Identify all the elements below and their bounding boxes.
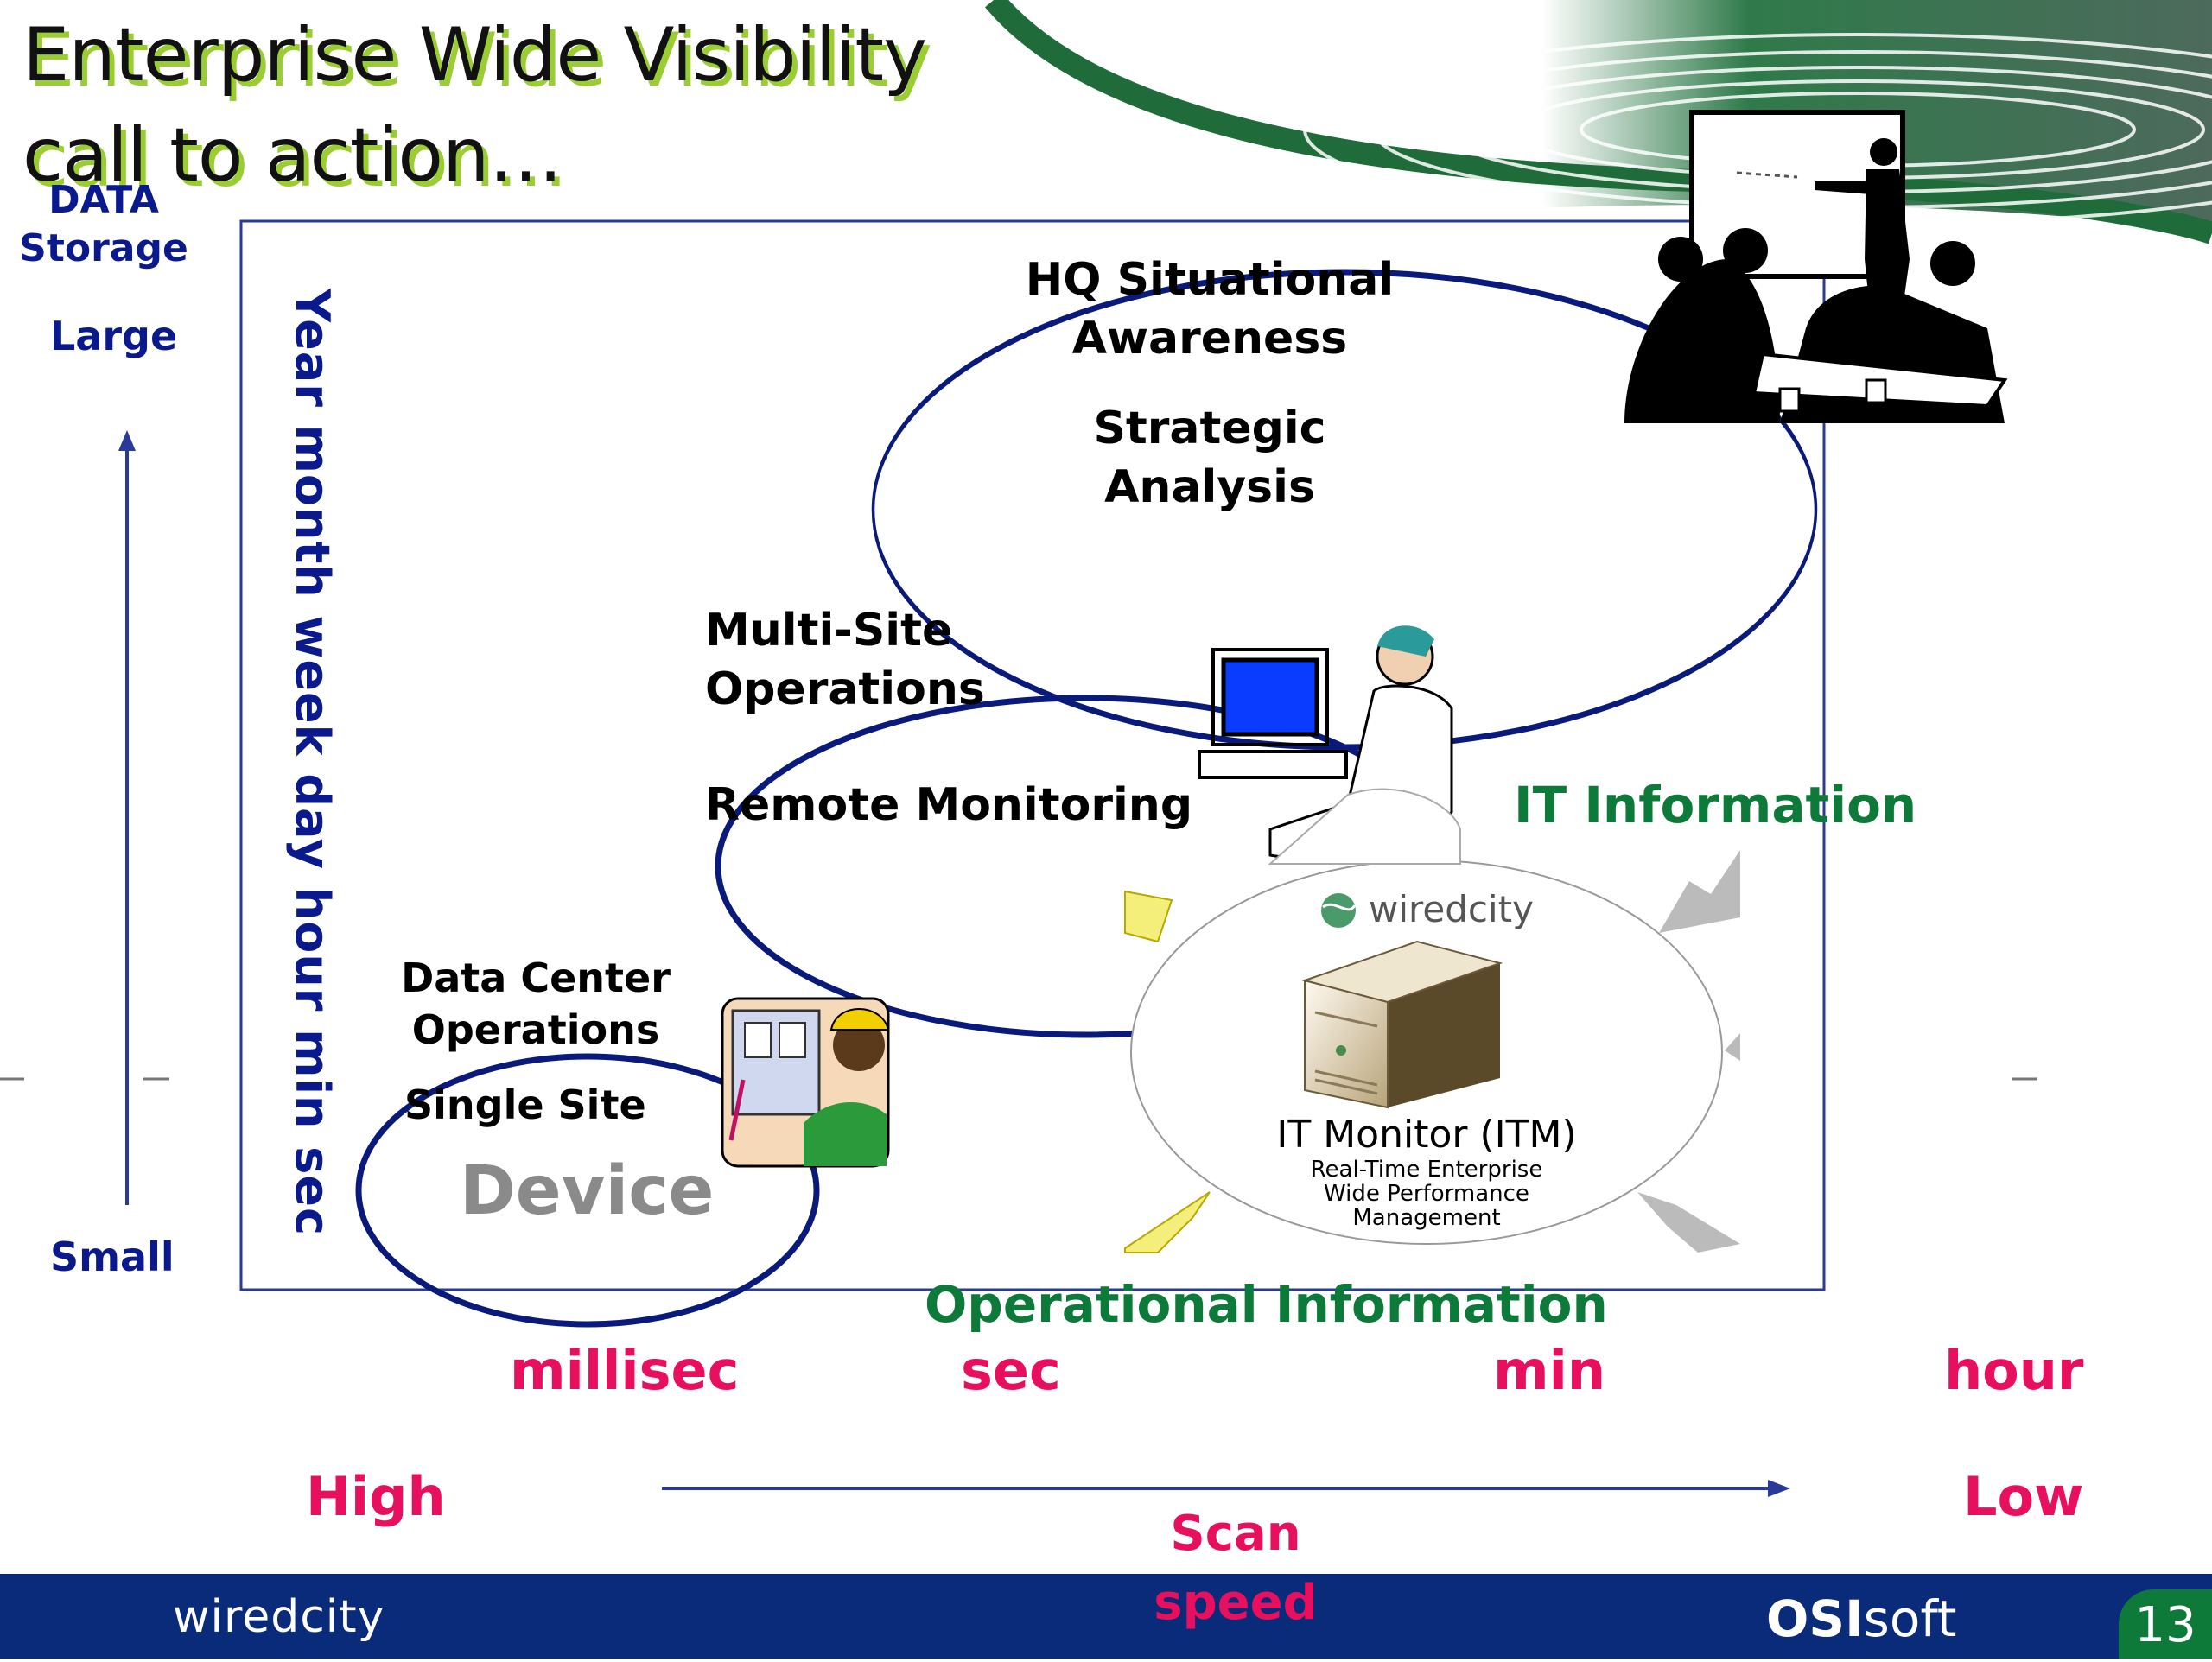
datacenter-label-line-1: Data Center <box>401 955 671 1001</box>
hq-label-line-1: HQ Situational <box>1025 254 1395 306</box>
multisite-label: Multi-Site Operations <box>705 601 985 719</box>
y-axis-heading-line-2: Storage <box>19 226 188 270</box>
x-tick-sec: sec <box>961 1339 1061 1402</box>
device-ellipse <box>355 1053 820 1328</box>
osisoft-logo-bold: OSI <box>1766 1589 1864 1648</box>
y-axis-top-label: Large <box>50 313 178 359</box>
device-label: Device <box>460 1152 715 1230</box>
server-tower-icon <box>1301 940 1503 1109</box>
presentation-meeting-icon <box>1624 110 2008 423</box>
y-axis-heading: DATA Storage <box>17 176 190 273</box>
x-axis-right-label: Low <box>1963 1465 2084 1528</box>
multisite-label-line-1: Multi-Site <box>705 605 953 657</box>
hq-label-line-2: Awareness <box>1071 313 1348 365</box>
computer-operator-icon <box>1198 625 1461 865</box>
page-number: 13 <box>2119 1589 2212 1659</box>
x-tick-hour: hour <box>1944 1339 2084 1402</box>
itm-subtitle-line-2: Wide Performance <box>1324 1181 1529 1207</box>
electrician-icon <box>721 997 890 1168</box>
it-information-label: IT Information <box>1514 776 1917 834</box>
strategic-label: Strategic Analysis <box>1020 399 1400 517</box>
y-axis-heading-line-1: DATA <box>48 178 159 222</box>
y-axis-bottom-label: Small <box>50 1234 175 1280</box>
datacenter-label: Data Center Operations <box>372 952 700 1056</box>
datacenter-label-line-2: Operations <box>411 1006 660 1053</box>
diagram-frame <box>239 219 1826 1291</box>
itm-arrows <box>1124 850 1740 1253</box>
itm-subtitle-line-1: Real-Time Enterprise <box>1310 1157 1543 1183</box>
hq-label: HQ Situational Awareness <box>994 251 1426 368</box>
slide-title-line-1: Enterprise Wide Visibility <box>22 12 927 98</box>
itm-logo-text: wiredcity <box>1369 888 1534 930</box>
itm-title: IT Monitor (ITM) <box>1276 1113 1577 1157</box>
slide-title-line-2: call to action… <box>22 112 563 199</box>
remote-monitoring-label: Remote Monitoring <box>705 779 1193 831</box>
footer-bar <box>0 1574 2212 1659</box>
strategic-label-line-2: Analysis <box>1104 461 1315 513</box>
single-site-label: Single Site <box>404 1082 646 1128</box>
footer-osisoft-logo: OSIsoft <box>1766 1589 1957 1648</box>
itm-subtitle: Real-Time Enterprise Wide Performance Ma… <box>1211 1158 1643 1230</box>
storage-arrow <box>118 430 136 1205</box>
x-axis-caption-line-2: speed <box>1154 1575 1318 1631</box>
x-axis-caption: Scan speed <box>1063 1500 1408 1638</box>
x-axis-left-label: High <box>306 1465 446 1528</box>
x-tick-millisec: millisec <box>510 1339 740 1402</box>
multisite-label-line-2: Operations <box>705 663 985 715</box>
itm-subtitle-line-3: Management <box>1352 1205 1501 1231</box>
y-axis-timescale: Year month week day hour min sec <box>285 289 340 1236</box>
header-swoosh <box>985 0 2212 244</box>
operational-information-label: Operational Information <box>925 1275 1608 1334</box>
osisoft-logo-rest: soft <box>1863 1589 1957 1648</box>
scan-speed-arrow <box>662 1480 1790 1497</box>
x-tick-min: min <box>1493 1339 1605 1402</box>
x-axis-caption-line-1: Scan <box>1170 1506 1301 1562</box>
footer-wiredcity-logo: wiredcity <box>173 1591 385 1643</box>
strategic-label-line-1: Strategic <box>1093 403 1326 454</box>
